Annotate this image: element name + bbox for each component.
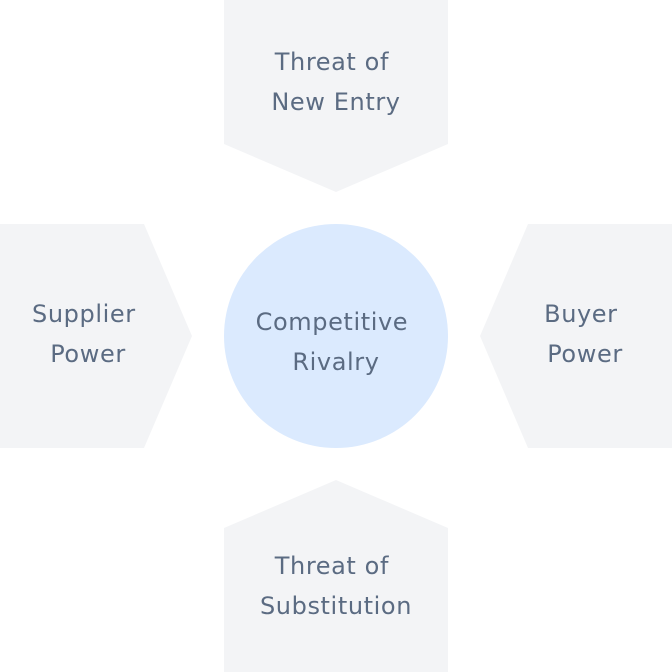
force-bottom: Threat of Substitution	[224, 480, 448, 672]
force-top-label-line-1: Threat of	[274, 48, 389, 76]
force-left-label-line-1: Supplier	[32, 300, 136, 328]
force-left: Supplier Power	[0, 224, 192, 448]
svg-text:Competitive Rivalry: Competitive Rivalry	[256, 308, 417, 376]
center-node: Competitive Rivalry	[224, 224, 448, 448]
force-top-label-line-2: New Entry	[271, 88, 400, 116]
force-right-label-line-2: Power	[547, 340, 623, 368]
force-bottom-label-line-2: Substitution	[260, 592, 412, 620]
force-right-label-line-1: Buyer	[544, 300, 618, 328]
force-top: Threat of New Entry	[224, 0, 448, 192]
svg-text:Supplier Power: Supplier Power	[32, 300, 144, 368]
center-label-line-1: Competitive	[256, 308, 409, 336]
center-label-line-2: Rivalry	[292, 348, 379, 376]
svg-text:Threat of Substitution: Threat of Substitution	[260, 552, 412, 620]
svg-text:Buyer Power: Buyer Power	[544, 300, 626, 368]
force-right-shape	[480, 224, 672, 448]
force-bottom-label-line-1: Threat of	[274, 552, 389, 580]
force-right: Buyer Power	[480, 224, 672, 448]
force-left-shape	[0, 224, 192, 448]
svg-text:Threat of New Entry: Threat of New Entry	[271, 48, 400, 116]
force-bottom-shape	[224, 480, 448, 672]
center-circle	[224, 224, 448, 448]
force-left-label-line-2: Power	[50, 340, 126, 368]
force-top-shape	[224, 0, 448, 192]
